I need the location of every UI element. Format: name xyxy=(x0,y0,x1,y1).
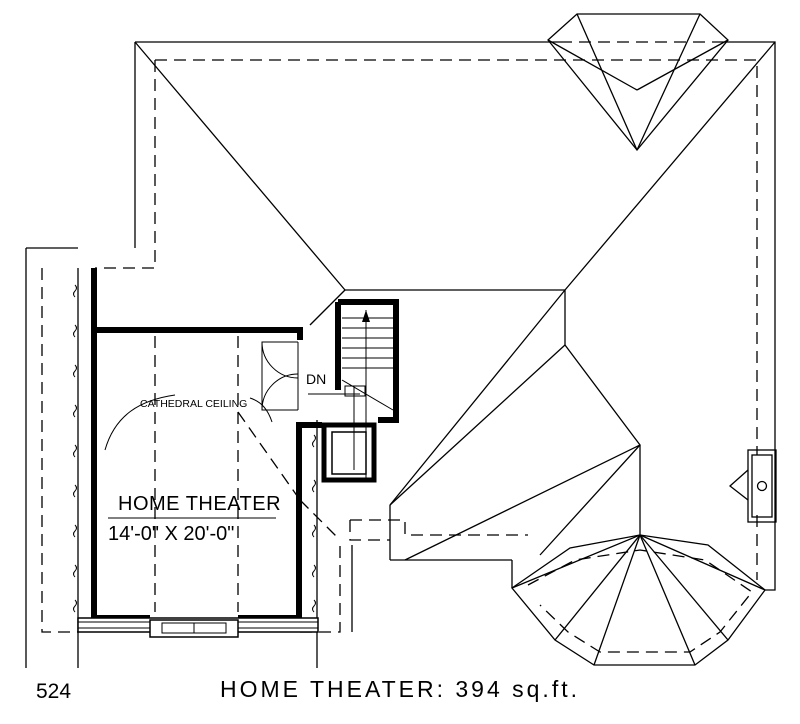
ceiling-lines xyxy=(104,336,341,612)
door-and-stairs xyxy=(261,310,394,480)
bottom-wall-and-window xyxy=(77,617,319,638)
room-walls xyxy=(91,268,399,621)
stair-direction-label: DN xyxy=(306,371,326,387)
room-dimensions: 14'-0" X 20'-0" xyxy=(108,523,234,545)
side-wall-bands xyxy=(25,247,353,668)
roof-outline xyxy=(134,41,776,591)
top-dormer xyxy=(547,13,729,152)
plan-number: 524 xyxy=(36,680,72,703)
ceiling-note-label: CATHEDRAL CEILING xyxy=(140,398,247,410)
area-caption: HOME THEATER: 394 sq.ft. xyxy=(219,676,580,702)
room-name: HOME THEATER xyxy=(118,493,281,515)
octagon-bay-roof xyxy=(511,534,766,666)
exterior-wall-dashed xyxy=(41,59,758,633)
chimney xyxy=(728,449,777,523)
